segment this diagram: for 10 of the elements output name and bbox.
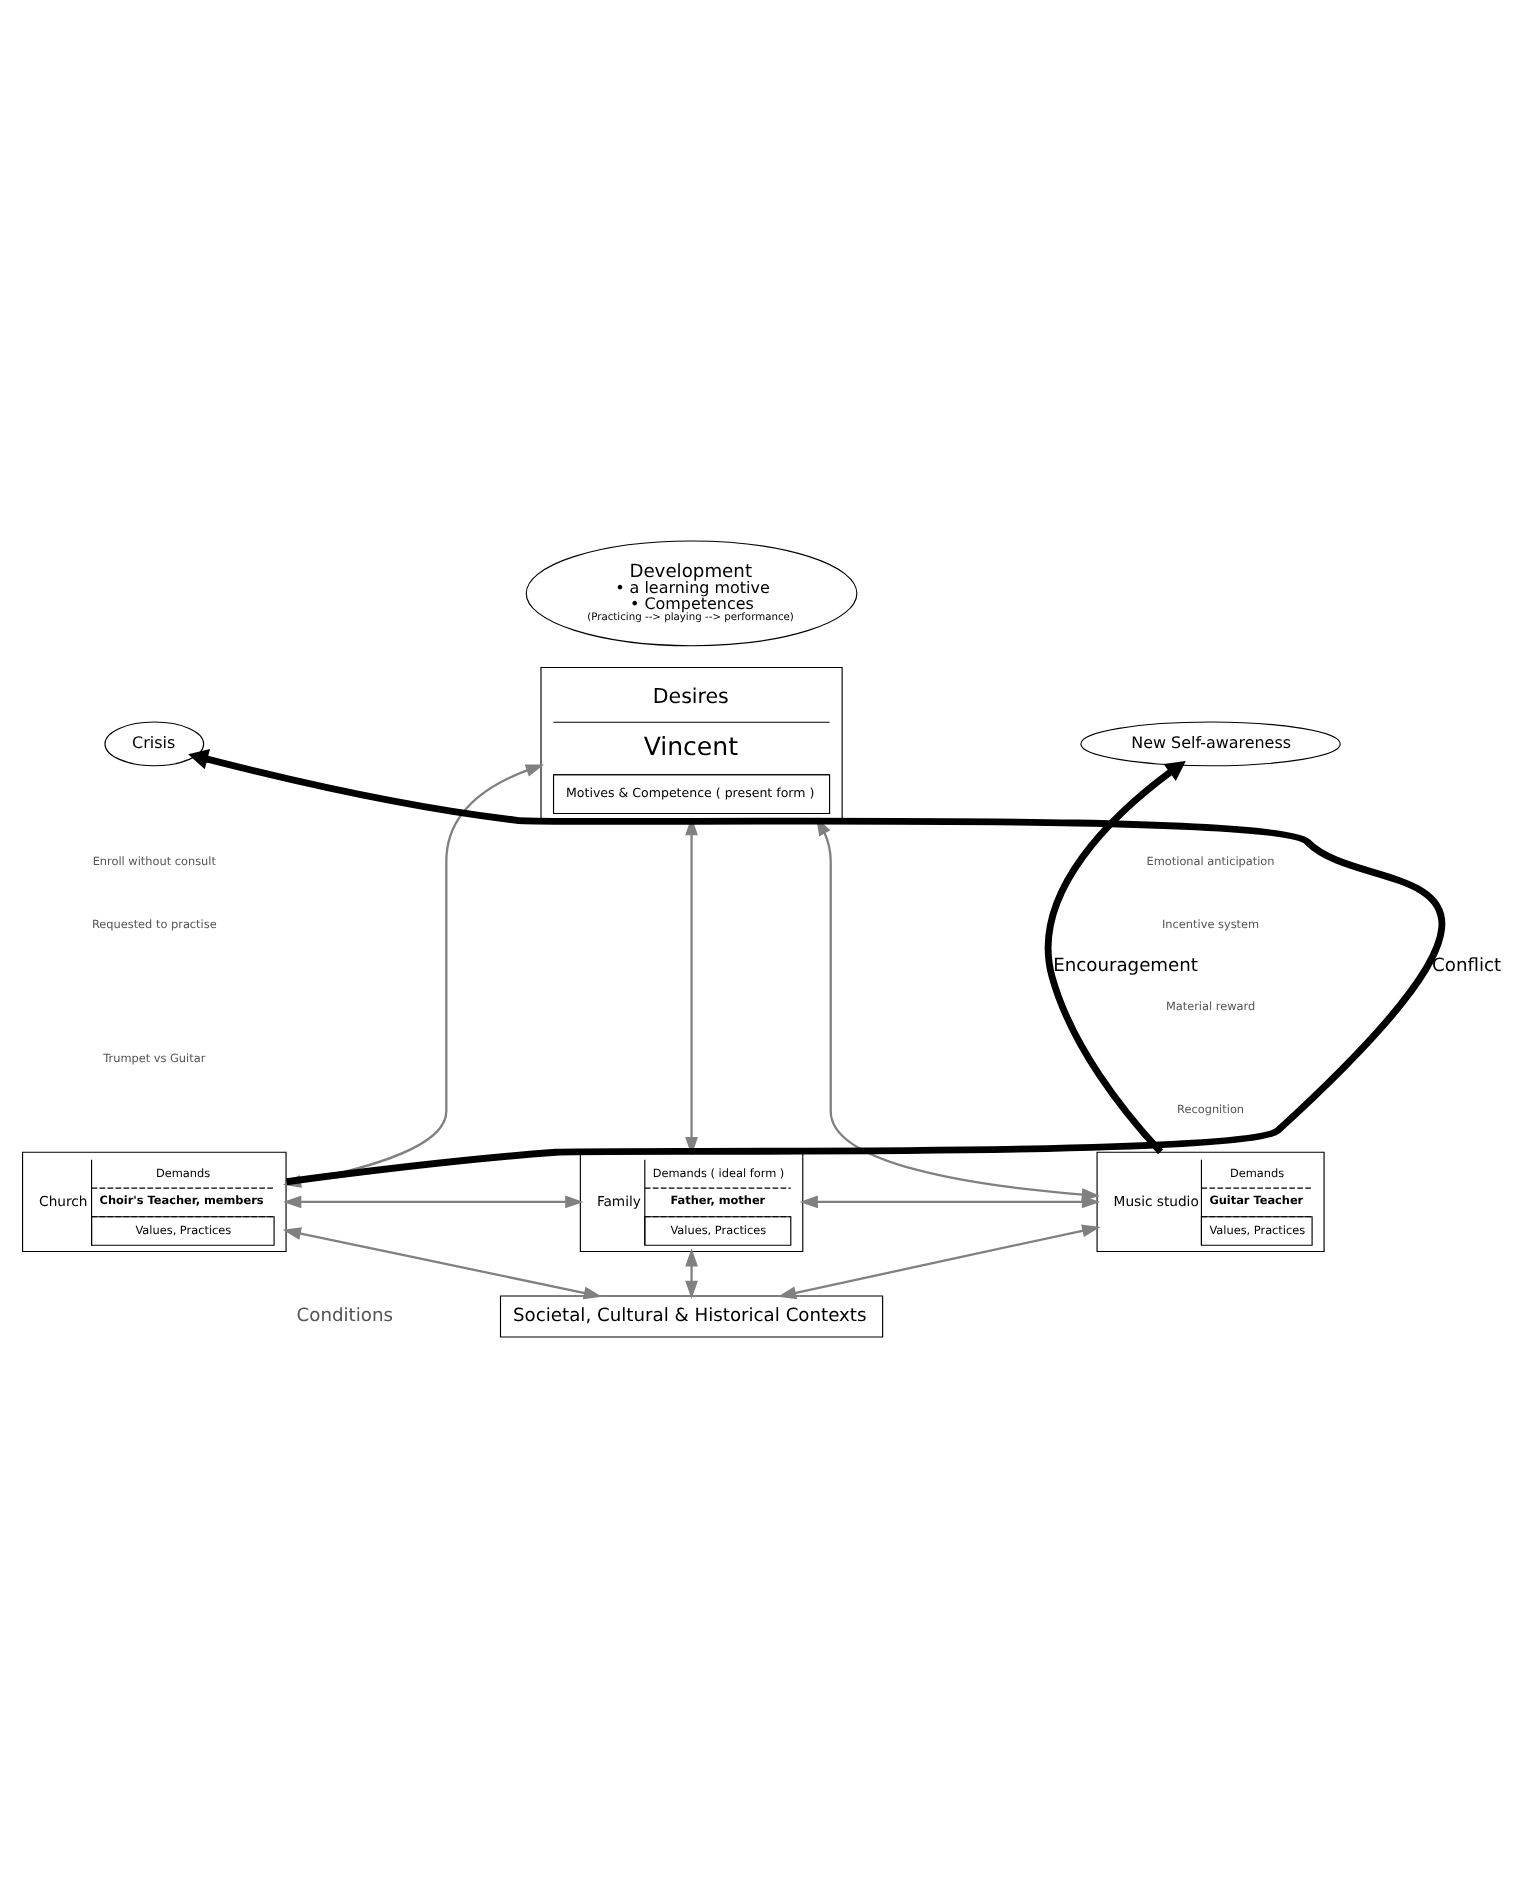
label: Conditions: [295, 1306, 393, 1327]
edge-label: Conflict: [1431, 956, 1501, 977]
arrow: [1044, 760, 1185, 1155]
arrow: [281, 1227, 602, 1300]
node-box: Societal, Cultural & Historical Contexts: [498, 1295, 883, 1338]
edge-label: Encouragement: [1052, 956, 1198, 977]
arrow: [776, 1224, 1100, 1300]
arrow: [684, 1248, 697, 1299]
arrow: [282, 1195, 583, 1209]
arrow: [798, 1195, 1100, 1209]
